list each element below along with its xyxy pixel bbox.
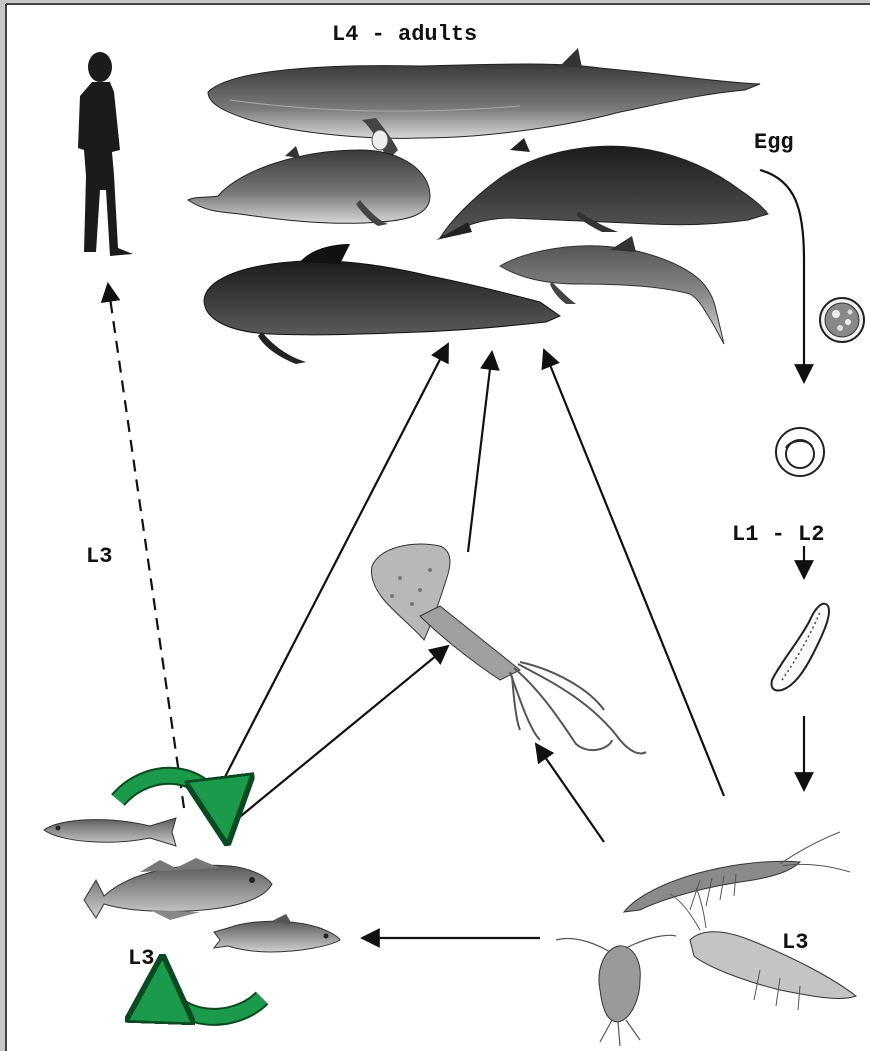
l3-fish-label: L3 [128,948,154,970]
egg-icon [820,298,864,342]
l1-l2-label: L1 - L2 [732,524,824,546]
l3-crustacean-label: L3 [782,932,808,954]
egg-label: Egg [754,132,794,154]
adults-label: L4 - adults [332,24,477,46]
l3-dashed-label: L3 [86,546,112,568]
